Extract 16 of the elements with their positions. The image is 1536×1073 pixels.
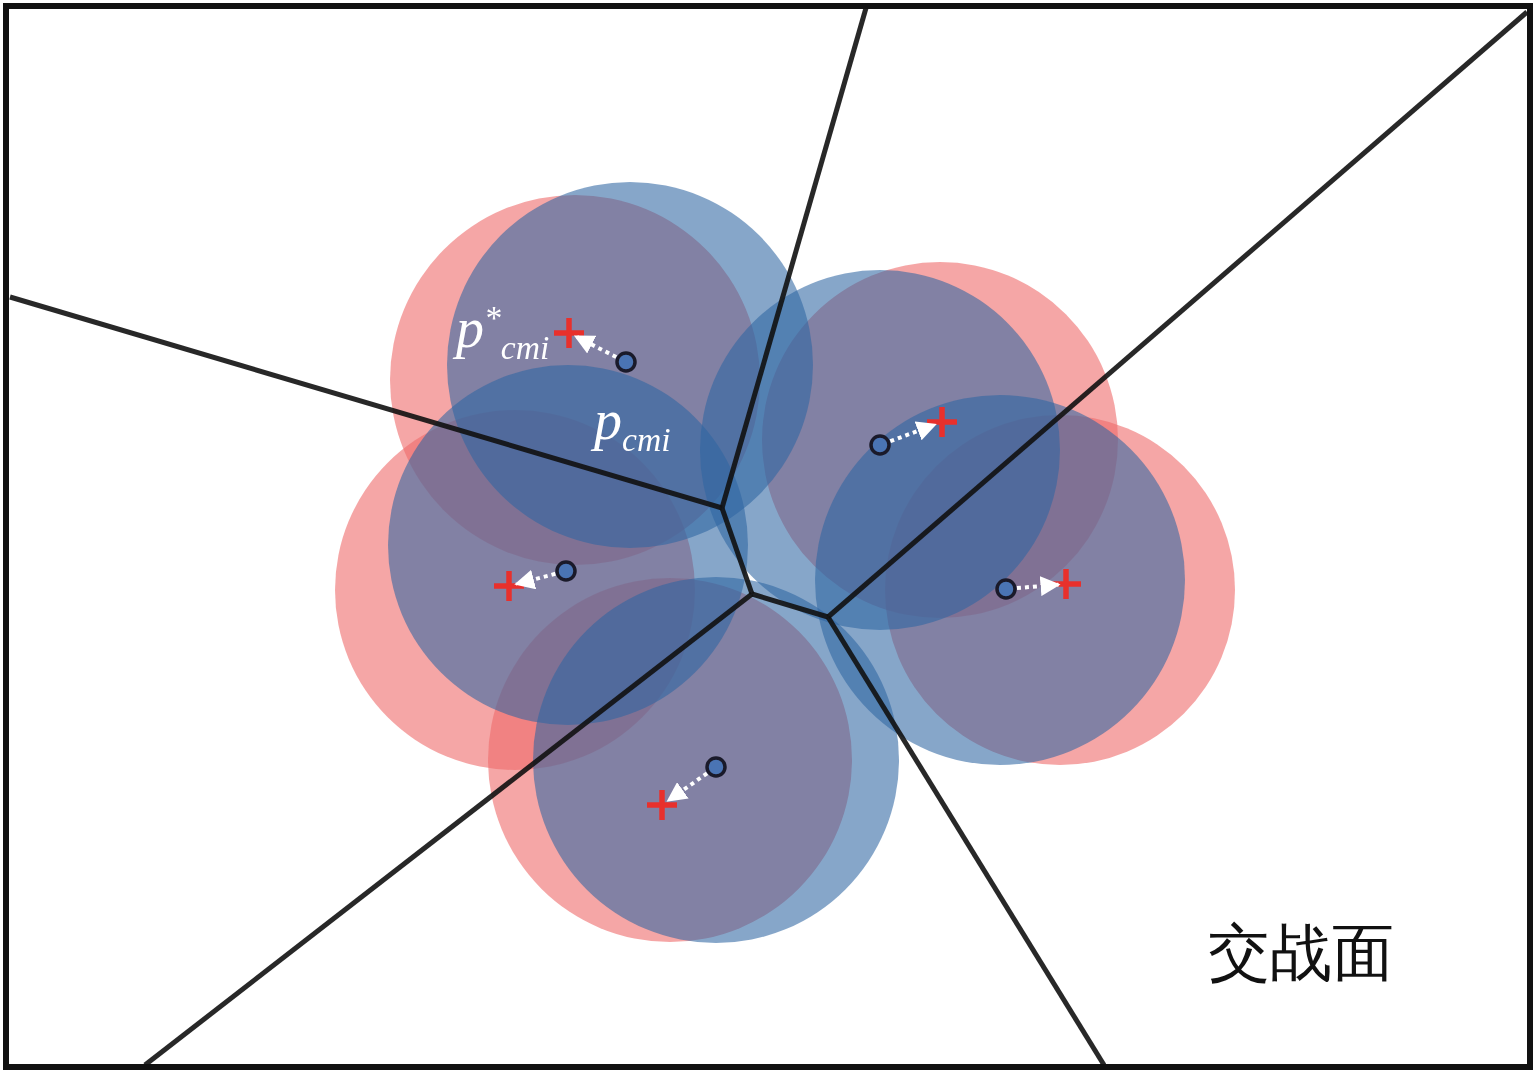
point-marker: [869, 434, 891, 456]
point-marker: [995, 578, 1017, 600]
point-marker: [615, 351, 637, 373]
arrow: [889, 421, 937, 444]
cross-marker: [554, 318, 584, 348]
point-marker: [555, 560, 577, 582]
region-label: 交战面: [1208, 922, 1394, 984]
cross-marker: [927, 407, 957, 437]
arrow: [666, 771, 709, 803]
cross-marker: [494, 571, 524, 601]
arrow: [573, 334, 618, 359]
arrow: [1016, 576, 1061, 597]
point-marker: [705, 756, 727, 778]
arrow: [514, 569, 556, 590]
cross-marker: [1051, 569, 1081, 599]
cross-marker: [647, 790, 677, 820]
